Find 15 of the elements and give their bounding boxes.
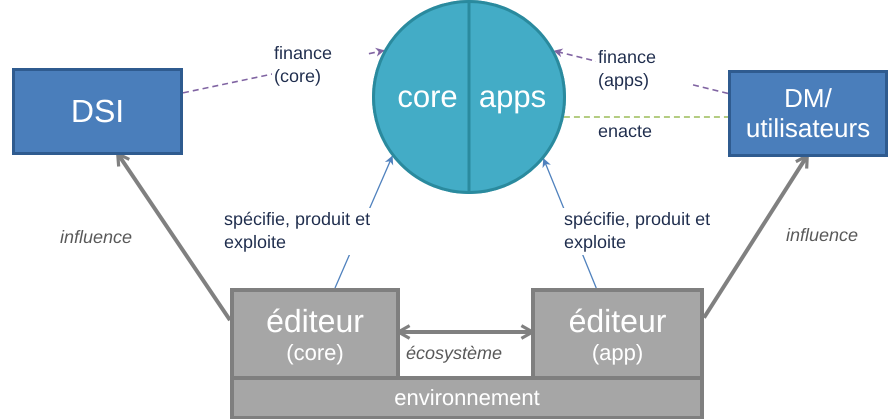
process-box: [230, 376, 704, 419]
process-box: [728, 70, 888, 157]
box-sublabel: (core): [286, 340, 344, 366]
arrow: [116, 152, 232, 322]
box-label: environnement: [394, 385, 540, 411]
box-label: DSI: [70, 93, 124, 130]
arrow: [702, 154, 809, 319]
box-label: éditeur: [568, 302, 666, 340]
circle-label: apps: [478, 79, 546, 115]
process-box: [12, 68, 183, 155]
box-label: DM/ utilisateurs: [744, 84, 872, 144]
box-sublabel: (app): [592, 340, 644, 366]
box-label: éditeur: [266, 302, 364, 340]
connector-line: [564, 116, 728, 118]
circle-label: core: [397, 79, 458, 115]
